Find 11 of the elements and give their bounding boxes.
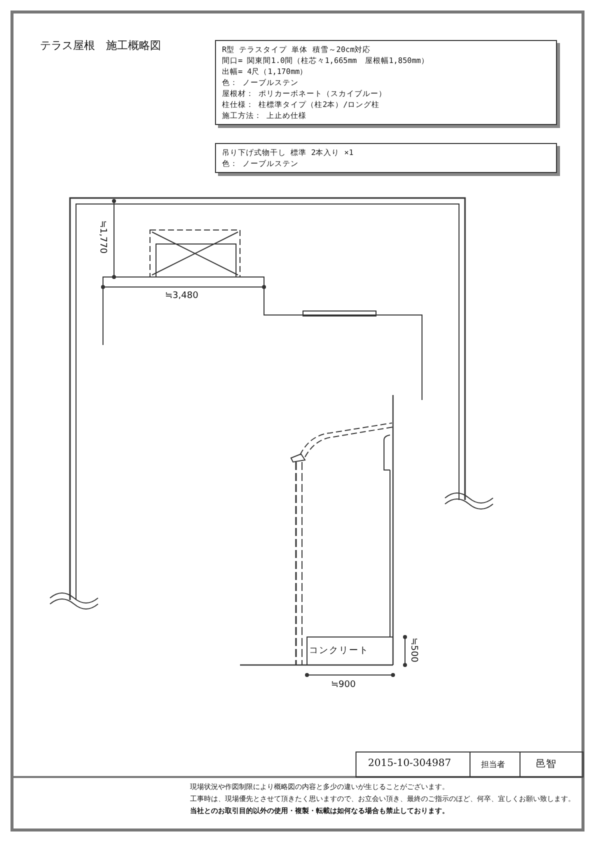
staff-name: 邑智: [536, 758, 556, 771]
material-label: コンクリート: [309, 644, 369, 657]
order-number: 2015-10-304987: [368, 758, 452, 769]
drawing-title: テラス屋根 施工概略図: [40, 38, 161, 53]
staff-heading: 担当者: [481, 759, 505, 770]
dimension-label: ≒900: [331, 680, 356, 690]
dimension-label: ≒500: [408, 638, 418, 662]
dimension-label: ≒3,480: [165, 291, 198, 301]
spec-box: [215, 40, 557, 125]
dimension-label: ≒1,770: [98, 220, 108, 254]
spec-box: [215, 143, 557, 173]
